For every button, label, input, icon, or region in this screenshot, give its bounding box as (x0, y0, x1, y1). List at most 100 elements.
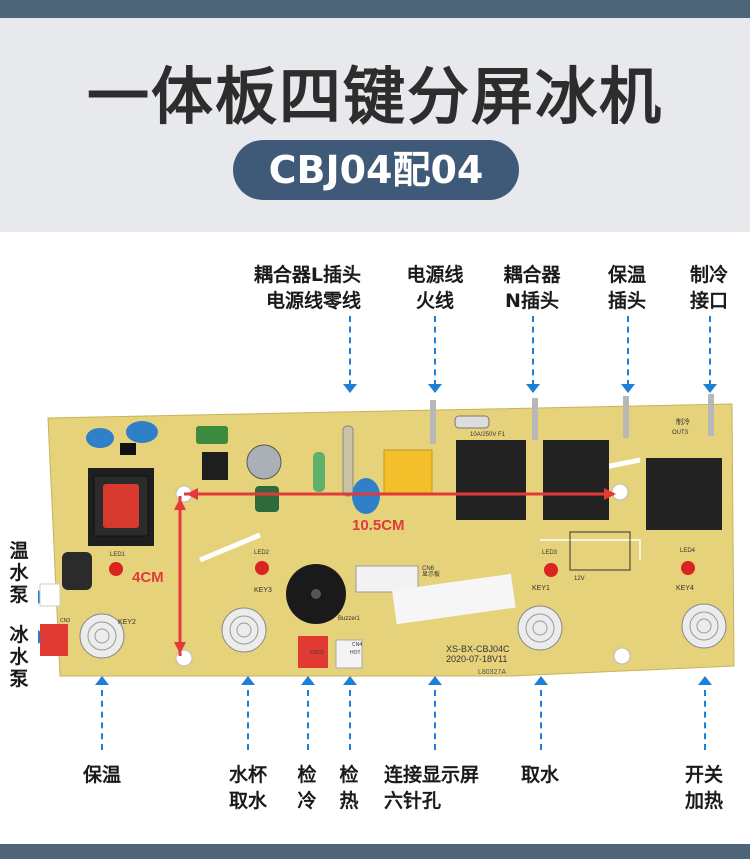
label-heat-switch-line2: 加热 (684, 790, 723, 812)
yellow-capacitor (383, 449, 433, 495)
chip (120, 443, 136, 455)
dimension-arrowhead (604, 488, 616, 500)
terminal-pin (623, 396, 629, 438)
mounting-hole (175, 649, 193, 667)
label-display-port-line2: 六针孔 (384, 790, 442, 812)
pointer-line (704, 690, 706, 750)
electrolytic-capacitor (62, 552, 92, 590)
pointer-line (709, 316, 711, 386)
label-display-port: 连接显示屏 六针孔 (384, 762, 504, 814)
terminal-pin (708, 394, 714, 436)
pointer-arrow-down (621, 384, 635, 393)
pointer-line (307, 690, 309, 750)
key4-text: KEY4 (676, 585, 694, 592)
label-warm-plug-line1: 保温 (607, 264, 646, 286)
label-live-wire-line1: 电源线 (406, 264, 464, 286)
height-dimension-text: 4CM (132, 569, 164, 586)
label-get-water: 取水 (504, 762, 576, 788)
page-title: 一体板四键分屏冰机 (86, 60, 663, 133)
terminal-pin (430, 400, 436, 444)
label-warm-pump: 温 水 泵 (6, 540, 32, 606)
led (109, 562, 123, 576)
model-badge: CBJ04配04 (233, 140, 519, 200)
pointer-line (532, 316, 534, 386)
label-live-wire-line2: 火线 (415, 290, 454, 312)
pointer-line (349, 316, 351, 386)
ice-pump-connector (40, 624, 68, 656)
pointer-line (434, 690, 436, 750)
pcb-marking (199, 532, 261, 563)
pointer-line (101, 690, 103, 750)
bottom-band (0, 844, 750, 859)
display-text: 显示板 (422, 570, 440, 578)
spring-key-3 (221, 607, 267, 653)
spring-key-4 (681, 603, 727, 649)
relay-3 (646, 458, 722, 530)
label-ice-pump-line3: 泵 (9, 668, 29, 690)
spring-key-1 (517, 605, 563, 651)
led2-text: LED2 (254, 550, 270, 556)
relay-2 (543, 440, 609, 520)
key1-text: KEY1 (532, 585, 550, 592)
label-cool-port-line2: 接口 (689, 290, 728, 312)
x-capacitor (352, 478, 380, 514)
label-l-plug-line2: 电源线零线 (265, 290, 361, 312)
pointer-arrow-up (301, 676, 315, 685)
warm-pump-connector (39, 583, 61, 607)
buzzer-text: Buzzer1 (338, 616, 361, 622)
ic-chip (202, 452, 228, 480)
fuse-holder (342, 425, 354, 497)
ceramic-capacitor (126, 421, 158, 443)
pcb-marking (540, 539, 641, 560)
cold-text: COLD (310, 650, 324, 656)
dimension-arrowhead (174, 642, 186, 654)
terminal-pin (532, 398, 538, 440)
label-n-plug: 耦合器 N插头 (490, 262, 574, 314)
batch-text: L80327A (478, 669, 506, 676)
display-connector (355, 565, 419, 593)
fuse-text: 10A/250V F1 (470, 432, 506, 438)
capacitor (255, 486, 279, 512)
pointer-line (540, 690, 542, 750)
pointer-arrow-down (526, 384, 540, 393)
dimension-arrowhead (186, 488, 198, 500)
label-sticker (392, 573, 516, 625)
label-check-hot-line2: 热 (339, 790, 359, 812)
label-check-hot-line1: 检 (339, 764, 359, 786)
pcb-date-text: 2020-07-18V11 (446, 654, 507, 664)
resistor (313, 452, 325, 492)
pointer-arrow-down (428, 384, 442, 393)
pointer-arrow-down (703, 384, 717, 393)
connector-outline (569, 531, 631, 571)
pointer-arrow-up (428, 676, 442, 685)
pointer-line (434, 316, 436, 386)
label-warm-pump-line2: 水 (9, 562, 29, 584)
label-l-plug-line1: 耦合器L插头 (253, 264, 361, 286)
buzzer-hole (311, 589, 321, 599)
pointer-arrow-up (95, 676, 109, 685)
pointer-arrow-up (698, 676, 712, 685)
label-display-port-line1: 连接显示屏 (384, 764, 480, 786)
label-live-wire: 电源线 火线 (395, 262, 475, 314)
pointer-line (349, 690, 351, 750)
label-cup-water-line1: 水杯 (228, 764, 267, 786)
led (255, 561, 269, 575)
pointer-arrow-up (241, 676, 255, 685)
label-ice-pump: 冰 水 泵 (6, 624, 32, 690)
mounting-hole (611, 483, 629, 501)
label-check-cold: 检 冷 (290, 762, 324, 814)
spring-key-2 (79, 613, 125, 659)
green-capacitor (196, 426, 228, 444)
label-warm-pump-line1: 温 (9, 540, 29, 562)
top-band (0, 0, 750, 18)
transformer-coil (103, 484, 139, 528)
electrolytic-capacitor (246, 444, 282, 480)
label-keep-warm: 保温 (66, 762, 138, 788)
ceramic-capacitor (86, 428, 114, 448)
hot-sensor-connector (335, 639, 363, 669)
cold-sensor-connector (298, 636, 328, 668)
label-check-cold-line2: 冷 (297, 790, 317, 812)
label-keep-warm-line1: 保温 (82, 764, 121, 786)
dimension-arrowhead (174, 498, 186, 510)
